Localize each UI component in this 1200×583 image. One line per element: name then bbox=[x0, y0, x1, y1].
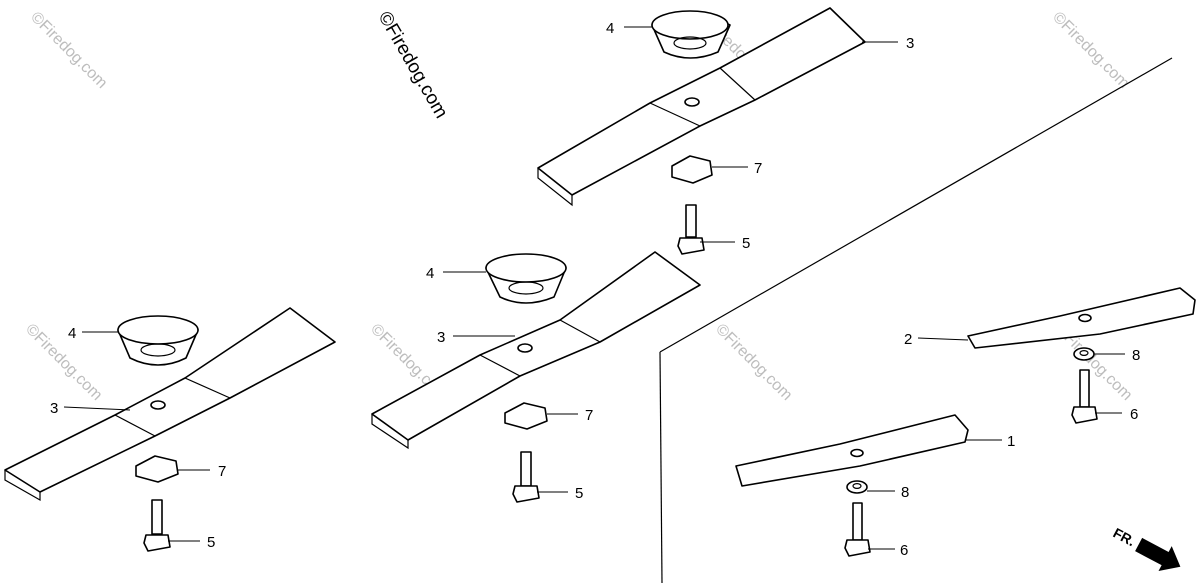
blade-center-hole bbox=[1078, 313, 1092, 323]
callout-5: 5 bbox=[742, 235, 750, 252]
callout-7: 7 bbox=[585, 407, 593, 424]
blade-cup bbox=[485, 253, 567, 304]
blade-cup bbox=[117, 315, 199, 366]
blade-assembly-middle bbox=[371, 251, 701, 503]
callout-7: 7 bbox=[754, 160, 762, 177]
blade-cup bbox=[651, 10, 731, 59]
watermark: ©Firedog.com bbox=[22, 321, 105, 404]
callout-8: 8 bbox=[901, 484, 909, 501]
blade-assembly-right-lower bbox=[735, 414, 969, 557]
blade-washer bbox=[846, 480, 868, 494]
blade-bolt bbox=[844, 502, 871, 557]
mulching-blade bbox=[4, 307, 336, 502]
callout-4: 4 bbox=[68, 325, 76, 342]
callout-3: 3 bbox=[50, 400, 58, 417]
callout-6: 6 bbox=[1130, 406, 1138, 423]
blade-washer bbox=[671, 155, 713, 184]
blade-assembly-right-upper bbox=[967, 287, 1196, 424]
callout-2: 2 bbox=[904, 331, 912, 348]
callout-5: 5 bbox=[207, 534, 215, 551]
blade-assembly-left bbox=[4, 307, 336, 552]
mulching-blade bbox=[371, 251, 701, 450]
callout-8: 8 bbox=[1132, 347, 1140, 364]
front-label: FR. bbox=[1111, 525, 1138, 550]
callout-5: 5 bbox=[575, 485, 583, 502]
blade-washer bbox=[504, 402, 548, 430]
blade-washer bbox=[1073, 347, 1095, 361]
callout-labels: 4 3 7 5 4 3 7 5 4 3 7 5 2 8 6 1 8 6 bbox=[50, 20, 1140, 559]
callout-3: 3 bbox=[906, 35, 914, 52]
blade-washer bbox=[135, 455, 179, 483]
blade-bolt bbox=[677, 204, 705, 255]
callout-4: 4 bbox=[606, 20, 614, 37]
watermark: ©Firedog.com bbox=[1049, 9, 1132, 92]
front-indicator: FR. bbox=[1111, 525, 1181, 571]
section-divider bbox=[659, 57, 1173, 583]
blade-center-hole bbox=[850, 448, 864, 458]
blade-bolt bbox=[512, 451, 540, 503]
watermark-main: ©Firedog.com bbox=[374, 8, 452, 122]
callout-1: 1 bbox=[1007, 433, 1015, 450]
callout-6: 6 bbox=[900, 542, 908, 559]
leader-lines bbox=[63, 26, 1125, 550]
callout-3: 3 bbox=[437, 329, 445, 346]
arrow-right-icon bbox=[1135, 537, 1181, 571]
blade-bolt bbox=[143, 499, 171, 552]
watermark: ©Firedog.com bbox=[712, 321, 795, 404]
callout-4: 4 bbox=[426, 265, 434, 282]
callout-7: 7 bbox=[218, 463, 226, 480]
blade-assembly-top bbox=[537, 7, 866, 255]
blade-bolt bbox=[1071, 369, 1098, 424]
watermark: ©Firedog.com bbox=[27, 9, 110, 92]
